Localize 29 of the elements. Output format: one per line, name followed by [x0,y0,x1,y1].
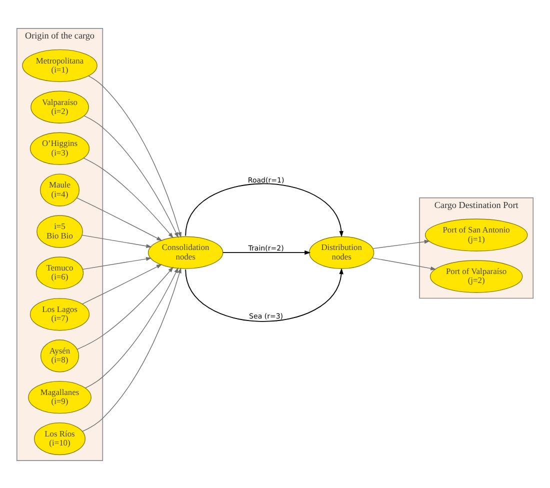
arrow [82,256,152,270]
edge-label: Sea (r=3) [249,311,284,320]
arrow [185,268,344,322]
arrow [84,266,178,388]
arrow [76,196,162,240]
arrow [185,182,344,237]
node-ellipse: Distribution nodes [308,236,374,268]
node-ellipse: Los Ríos (i=10) [34,422,86,455]
arrow [76,266,174,350]
arrow [82,234,152,248]
arrow [88,75,182,238]
edge-label: Road(r=1) [248,174,284,184]
arrow [84,115,178,238]
node-ellipse: i=5 Bio Bio [36,214,83,248]
node-ellipse: Valparaíso (i=2) [30,90,89,123]
arrow [372,239,430,248]
node-ellipse: Magallanes (i=9) [28,380,92,414]
arrow [82,267,182,432]
arrow [82,264,162,304]
arrow [83,157,174,238]
node-ellipse: Maule (i=4) [40,173,80,206]
node-ellipse: Temuco (i=6) [36,256,84,289]
arrow [372,257,436,270]
node-ellipse: Los Lagos (i=7) [30,298,90,330]
node-ellipse: Aysén (i=8) [40,339,80,372]
edge-label: Train(r=2) [248,242,284,252]
arrow [222,250,311,254]
node-ellipse: Metropolitana (i=1) [22,48,98,82]
node-ellipse: O’Higgins (i=3) [30,132,90,164]
